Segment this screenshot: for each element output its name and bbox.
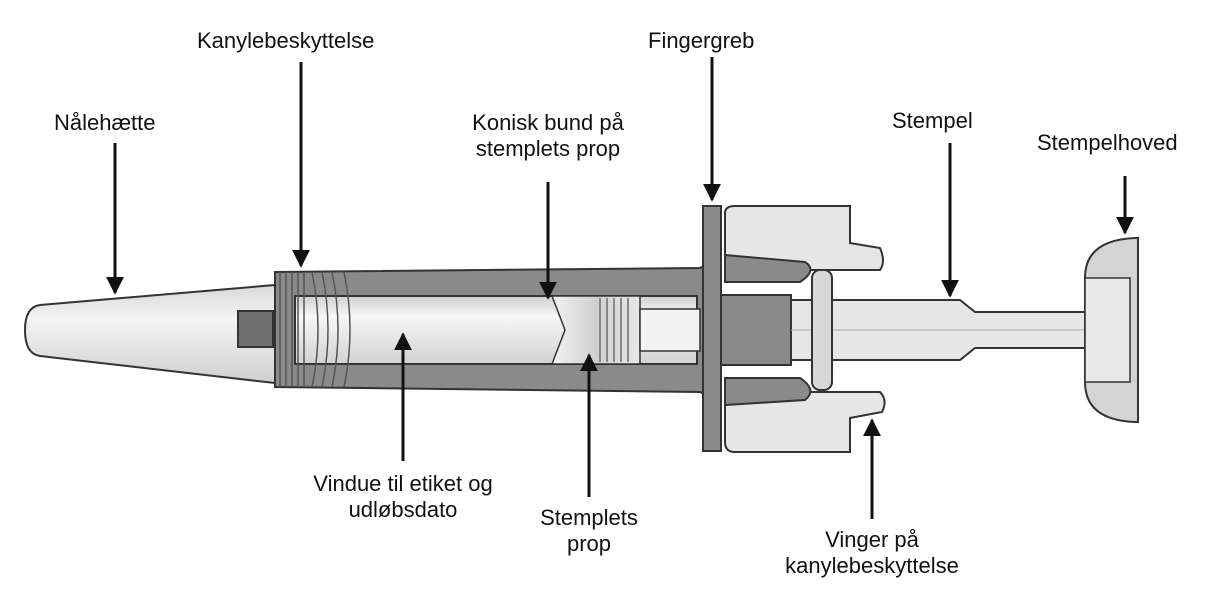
label-window: Vindue til etiket og udløbsdato: [313, 471, 492, 523]
label-window-line2: udløbsdato: [348, 497, 458, 522]
lower-wing-clip: [724, 377, 812, 407]
upper-wing-clip: [724, 253, 812, 283]
label-plunger: Stempel: [892, 108, 973, 133]
label-wings-line1: Vinger på: [825, 527, 919, 552]
plunger-ring: [811, 269, 833, 391]
finger-grip: [702, 205, 722, 452]
label-wings-line2: kanylebeskyttelse: [785, 553, 959, 578]
lower-wing: [724, 391, 886, 453]
plunger-rod-inner: [639, 308, 701, 352]
needle-cap: [23, 283, 276, 385]
label-stopper: Stemplets prop: [540, 505, 638, 557]
label-conical-bottom-line1: Konisk bund på: [472, 110, 624, 135]
needle-guard-threads: [279, 271, 351, 388]
label-conical-bottom-line2: stemplets prop: [475, 136, 621, 161]
label-needle-cap: Nålehætte: [54, 110, 156, 135]
label-needle-guard: Kanylebeskyttelse: [197, 28, 375, 53]
needle-cap-inner-block: [237, 310, 274, 348]
label-finger-grip: Fingergreb: [648, 28, 755, 53]
plunger-stopper: [550, 295, 641, 365]
pointer-arrows: [106, 57, 1134, 519]
label-plunger-head: Stempelhoved: [1037, 130, 1178, 155]
guard-collar: [720, 294, 792, 366]
stopper-ribs: [599, 298, 629, 362]
label-stopper-line1: Stemplets: [540, 505, 638, 530]
label-stopper-line2: prop: [566, 531, 612, 556]
label-wings: Vinger på kanylebeskyttelse: [785, 527, 959, 579]
label-window-line1: Vindue til etiket og: [313, 471, 493, 496]
label-conical-bottom: Konisk bund på stemplets prop: [472, 110, 624, 162]
